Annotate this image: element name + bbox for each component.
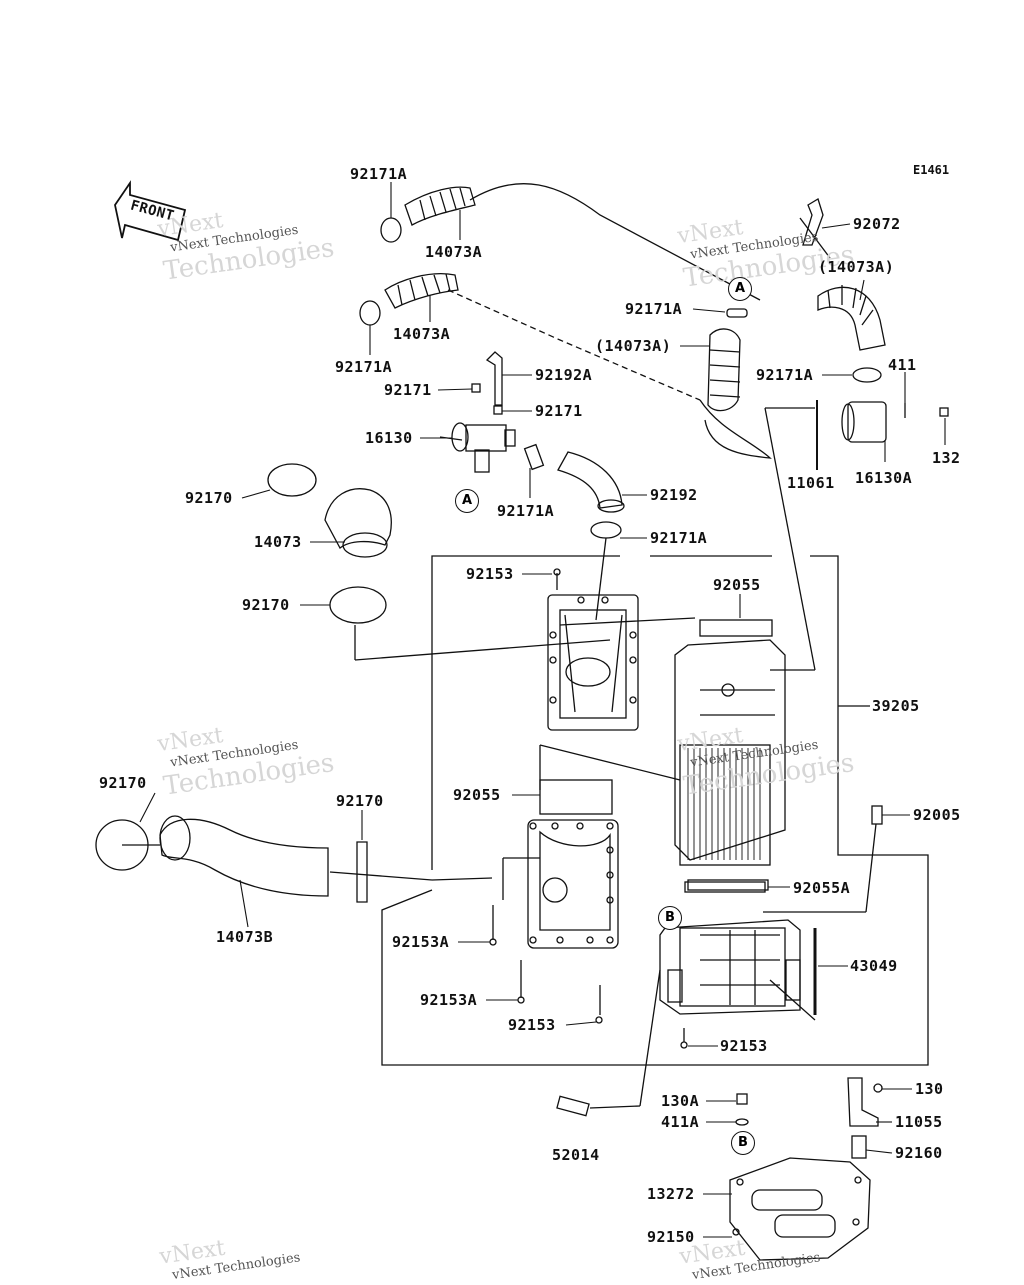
part-label: 92153: [508, 1016, 556, 1034]
part-label: 411: [888, 356, 917, 374]
part-label: 14073A: [393, 325, 451, 343]
ref-marker-a: A: [728, 277, 752, 301]
part-label: 130: [915, 1080, 944, 1098]
part-label: 92153: [720, 1037, 768, 1055]
part-label: (14073A): [595, 337, 672, 355]
part-label: 92171A: [350, 165, 408, 183]
part-label: 92153A: [420, 991, 478, 1009]
part-label: 92171A: [756, 366, 814, 384]
part-label: 92171: [535, 402, 583, 420]
part-label: 92055: [453, 786, 501, 804]
part-label: 92055: [713, 576, 761, 594]
part-label: 92170: [99, 774, 147, 792]
part-label: 92171A: [650, 529, 708, 547]
bottom-plate: [729, 1157, 871, 1261]
part-label: 92171A: [497, 502, 555, 520]
part-label: 92171: [384, 381, 432, 399]
part-label: 92171A: [625, 300, 683, 318]
intercooler-core: [679, 744, 771, 866]
diagram-code: E1461: [913, 163, 950, 177]
ref-marker-b: B: [731, 1131, 755, 1155]
part-label: 39205: [872, 697, 920, 715]
part-label: 43049: [850, 957, 898, 975]
ref-marker-a: A: [455, 489, 479, 513]
part-label: 92005: [913, 806, 961, 824]
ref-marker-b: B: [658, 906, 682, 930]
assembly-frame-line: [431, 555, 620, 870]
part-label: 92171A: [335, 358, 393, 376]
part-label: 92170: [336, 792, 384, 810]
part-label: 52014: [552, 1146, 600, 1164]
part-label: 11061: [787, 474, 835, 492]
lower-tank: [679, 927, 786, 1007]
part-label: 16130: [365, 429, 413, 447]
part-label: 92150: [647, 1228, 695, 1246]
part-label: 92153A: [392, 933, 450, 951]
upper-housing-plate: [547, 594, 639, 731]
front-arrow: [114, 180, 187, 242]
part-label: 411A: [661, 1113, 700, 1131]
assembly-frame-line: [381, 555, 929, 1066]
part-label: 92170: [185, 489, 233, 507]
part-label: 14073A: [425, 243, 483, 261]
part-label: 92192A: [535, 366, 593, 384]
part-label: 92055A: [793, 879, 851, 897]
part-label: 92153: [466, 565, 514, 583]
part-label: 92192: [650, 486, 698, 504]
part-label: 92170: [242, 596, 290, 614]
part-label: 14073B: [216, 928, 274, 946]
part-label: 13272: [647, 1185, 695, 1203]
part-label: 14073: [254, 533, 302, 551]
part-label: 92072: [853, 215, 901, 233]
part-label: 11055: [895, 1113, 943, 1131]
part-label: 16130A: [855, 469, 913, 487]
part-label: (14073A): [818, 258, 895, 276]
part-label: 132: [932, 449, 961, 467]
part-label: 130A: [661, 1092, 700, 1110]
lower-housing-plate: [527, 819, 619, 949]
part-label: 92160: [895, 1144, 943, 1162]
